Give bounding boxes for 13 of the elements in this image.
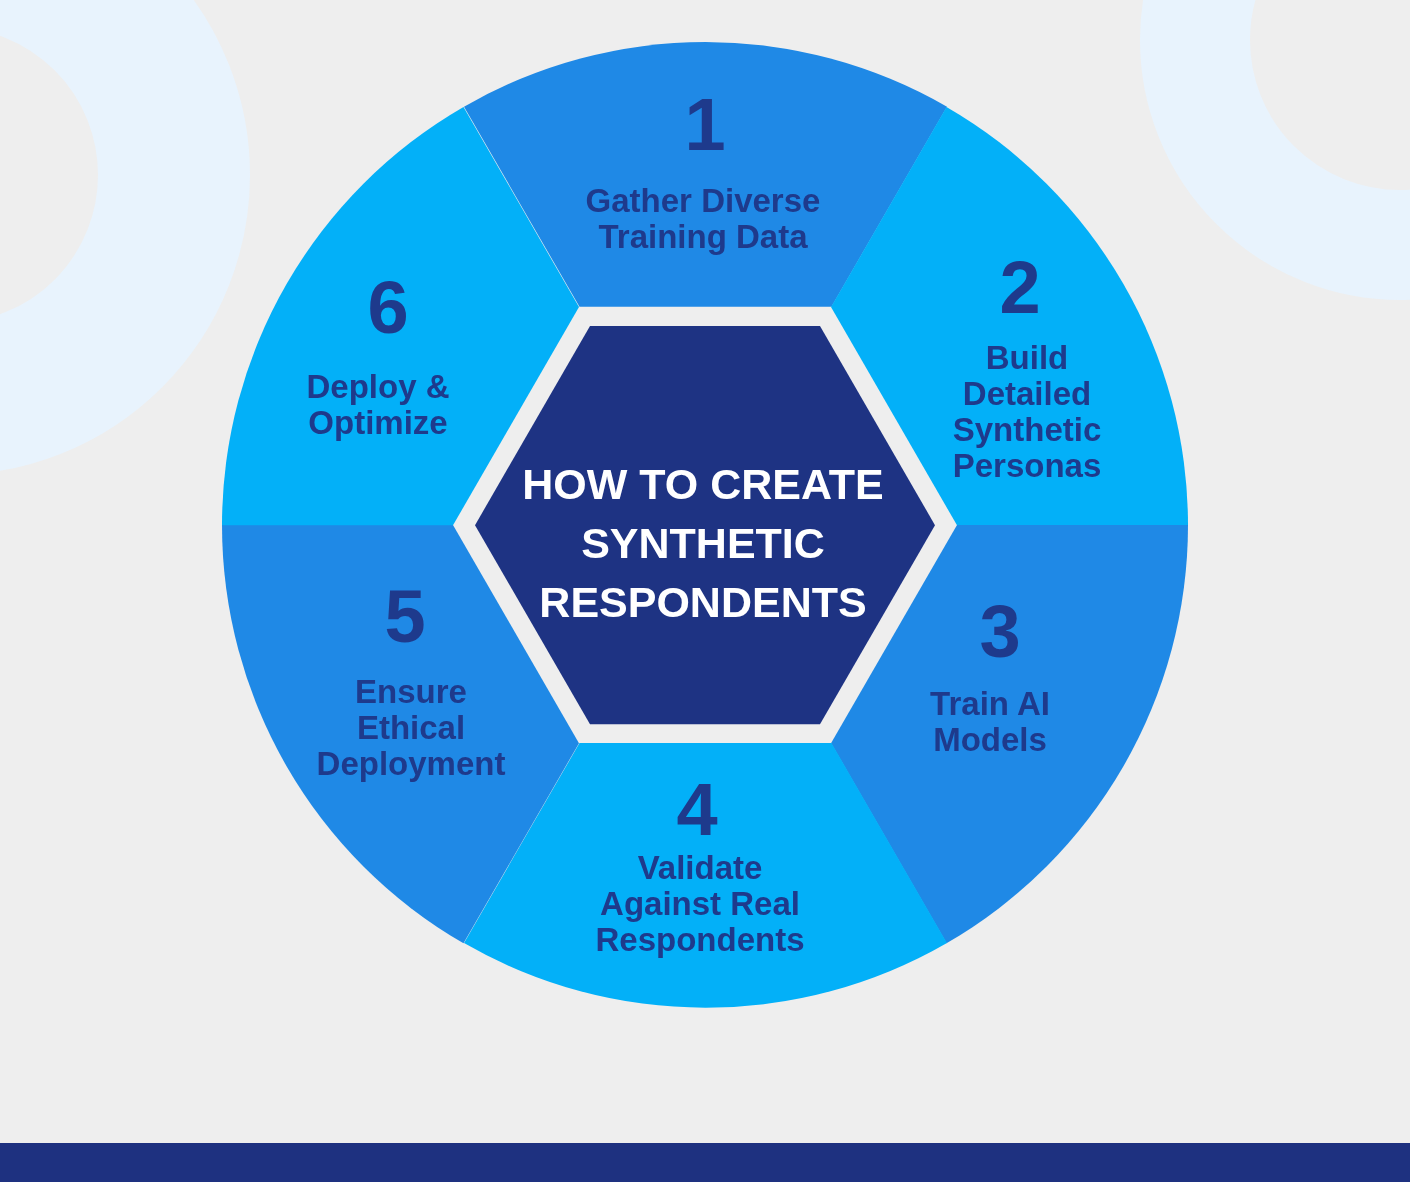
step-title: Deploy & Optimize	[306, 368, 450, 441]
step-number: 5	[384, 575, 426, 658]
step-number: 6	[367, 266, 409, 349]
step-title: Train AI Models	[930, 685, 1050, 758]
step-number: 1	[684, 83, 726, 166]
step-title: Build Detailed Synthetic Personas	[952, 339, 1102, 484]
step-number: 3	[979, 590, 1021, 673]
center-title: HOW TO CREATE SYNTHETIC RESPONDENTS	[522, 459, 884, 626]
step-title: Ensure Ethical Deployment	[316, 673, 506, 782]
step-number: 4	[676, 768, 718, 851]
step-title: Gather Diverse Training Data	[585, 182, 821, 255]
step-title: Validate Against Real Respondents	[595, 849, 805, 958]
step-number: 2	[999, 246, 1041, 329]
